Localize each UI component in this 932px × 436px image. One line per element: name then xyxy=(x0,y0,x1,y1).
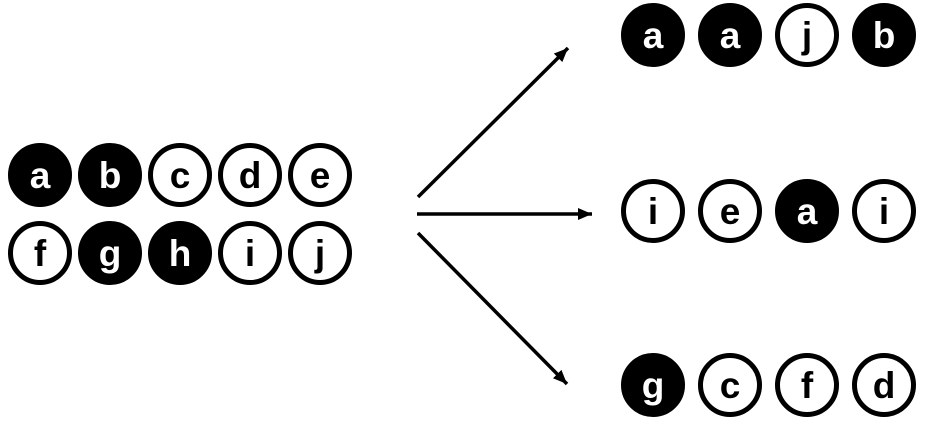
node-circle: c xyxy=(148,143,212,207)
node-circle: a xyxy=(698,3,762,67)
node-circle: a xyxy=(621,3,685,67)
sample-group-1: a a j b xyxy=(621,3,916,67)
node-circle: d xyxy=(852,353,916,417)
node-circle: g xyxy=(621,353,685,417)
node-circle: c xyxy=(698,353,762,417)
node-circle: i xyxy=(218,221,282,285)
node-circle: e xyxy=(698,179,762,243)
sample-group-2: i e a i xyxy=(621,179,916,243)
node-circle: j xyxy=(775,3,839,67)
sample-group-3: g c f d xyxy=(621,353,916,417)
node-circle: b xyxy=(852,3,916,67)
node-circle: f xyxy=(775,353,839,417)
arrow-to-sample-3 xyxy=(416,231,569,386)
node-circle: h xyxy=(148,221,212,285)
source-row-2: f g h i j xyxy=(8,221,352,285)
node-circle: g xyxy=(78,221,142,285)
node-circle: i xyxy=(852,179,916,243)
source-population-group: a b c d e f g h i j xyxy=(8,143,352,285)
source-row-1: a b c d e xyxy=(8,143,352,207)
node-circle: a xyxy=(8,143,72,207)
node-circle: i xyxy=(621,179,685,243)
node-circle: b xyxy=(78,143,142,207)
arrow-to-sample-1 xyxy=(416,46,570,199)
node-circle: j xyxy=(288,221,352,285)
node-circle: a xyxy=(775,179,839,243)
node-circle: d xyxy=(218,143,282,207)
node-circle: e xyxy=(288,143,352,207)
node-circle: f xyxy=(8,221,72,285)
